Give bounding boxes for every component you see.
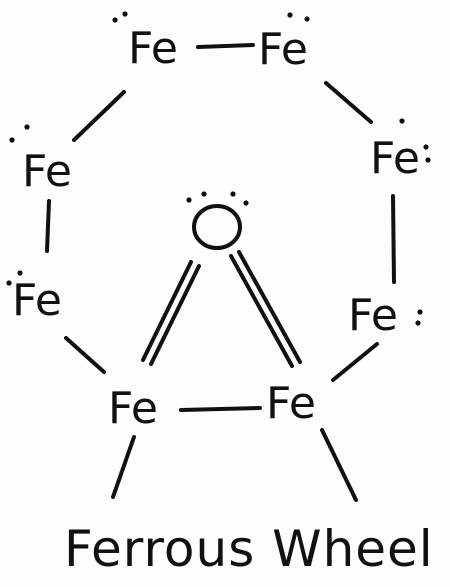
electron-dot	[425, 157, 431, 163]
electron-dot	[24, 124, 30, 130]
atom-fe-bottom-left: Fe	[108, 383, 158, 434]
bond-bottom	[179, 406, 262, 412]
electron-dot	[230, 191, 236, 197]
bond-upper-right	[324, 81, 373, 124]
bond-oxygen-left-2	[149, 264, 201, 366]
atom-fe-right-lower: Fe	[348, 290, 398, 341]
electron-dot	[423, 144, 429, 150]
electron-dot	[9, 137, 15, 143]
wheel-leg-right	[320, 428, 358, 502]
bond-top	[196, 43, 255, 49]
oxygen-atom	[192, 204, 242, 250]
electron-dot	[186, 197, 192, 203]
bond-oxygen-right-1	[229, 254, 294, 368]
wheel-leg-left	[111, 435, 136, 499]
electron-dot	[112, 17, 118, 23]
atom-fe-right-upper: Fe	[370, 133, 420, 184]
bond-upper-left	[72, 90, 126, 142]
diagram-caption: Ferrous Wheel	[64, 520, 434, 578]
electron-dot	[417, 309, 423, 315]
bond-right-vertical	[391, 194, 396, 284]
electron-dot	[6, 280, 12, 286]
atom-fe-left-upper: Fe	[22, 146, 72, 197]
atom-fe-top-right: Fe	[258, 24, 308, 75]
bond-oxygen-right-2	[237, 250, 302, 364]
electron-dot	[122, 11, 128, 17]
electron-dot	[287, 12, 293, 18]
atom-fe-top-left: Fe	[128, 23, 178, 74]
bond-lower-left	[64, 336, 106, 374]
electron-dot	[415, 320, 421, 326]
electron-dot	[243, 200, 249, 206]
bond-left-vertical	[45, 199, 51, 253]
electron-dot	[17, 270, 23, 276]
electron-dot	[399, 118, 405, 124]
atom-fe-bottom-right: Fe	[266, 378, 316, 429]
bond-lower-right	[331, 342, 379, 382]
electron-dot	[201, 191, 207, 197]
electron-dot	[304, 16, 310, 22]
bond-oxygen-left-1	[141, 260, 193, 362]
atom-fe-left-lower: Fe	[12, 275, 62, 326]
